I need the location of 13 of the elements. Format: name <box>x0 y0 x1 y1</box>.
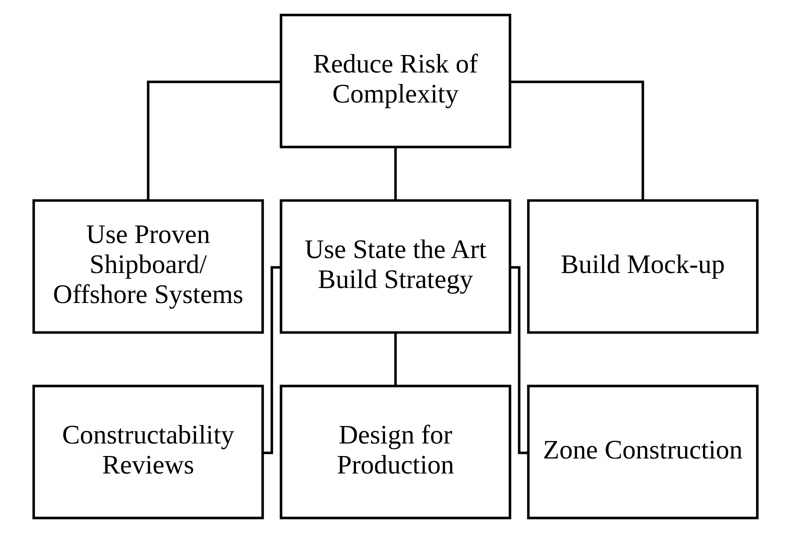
connector <box>510 266 528 454</box>
node-box: Reduce Risk of Complexity <box>280 14 512 148</box>
connector <box>146 80 281 200</box>
connector <box>394 147 397 200</box>
node-box: Build Mock-up <box>527 199 759 334</box>
connector <box>394 332 397 386</box>
node-box: Constructability Reviews <box>32 384 264 520</box>
connector <box>262 266 281 454</box>
connector <box>510 80 644 200</box>
node-box: Design for Production <box>280 384 512 520</box>
node-box: Use State the Art Build Strategy <box>280 199 512 334</box>
node-box: Use Proven Shipboard/ Offshore Systems <box>32 199 264 334</box>
node-box: Zone Construction <box>527 384 759 520</box>
